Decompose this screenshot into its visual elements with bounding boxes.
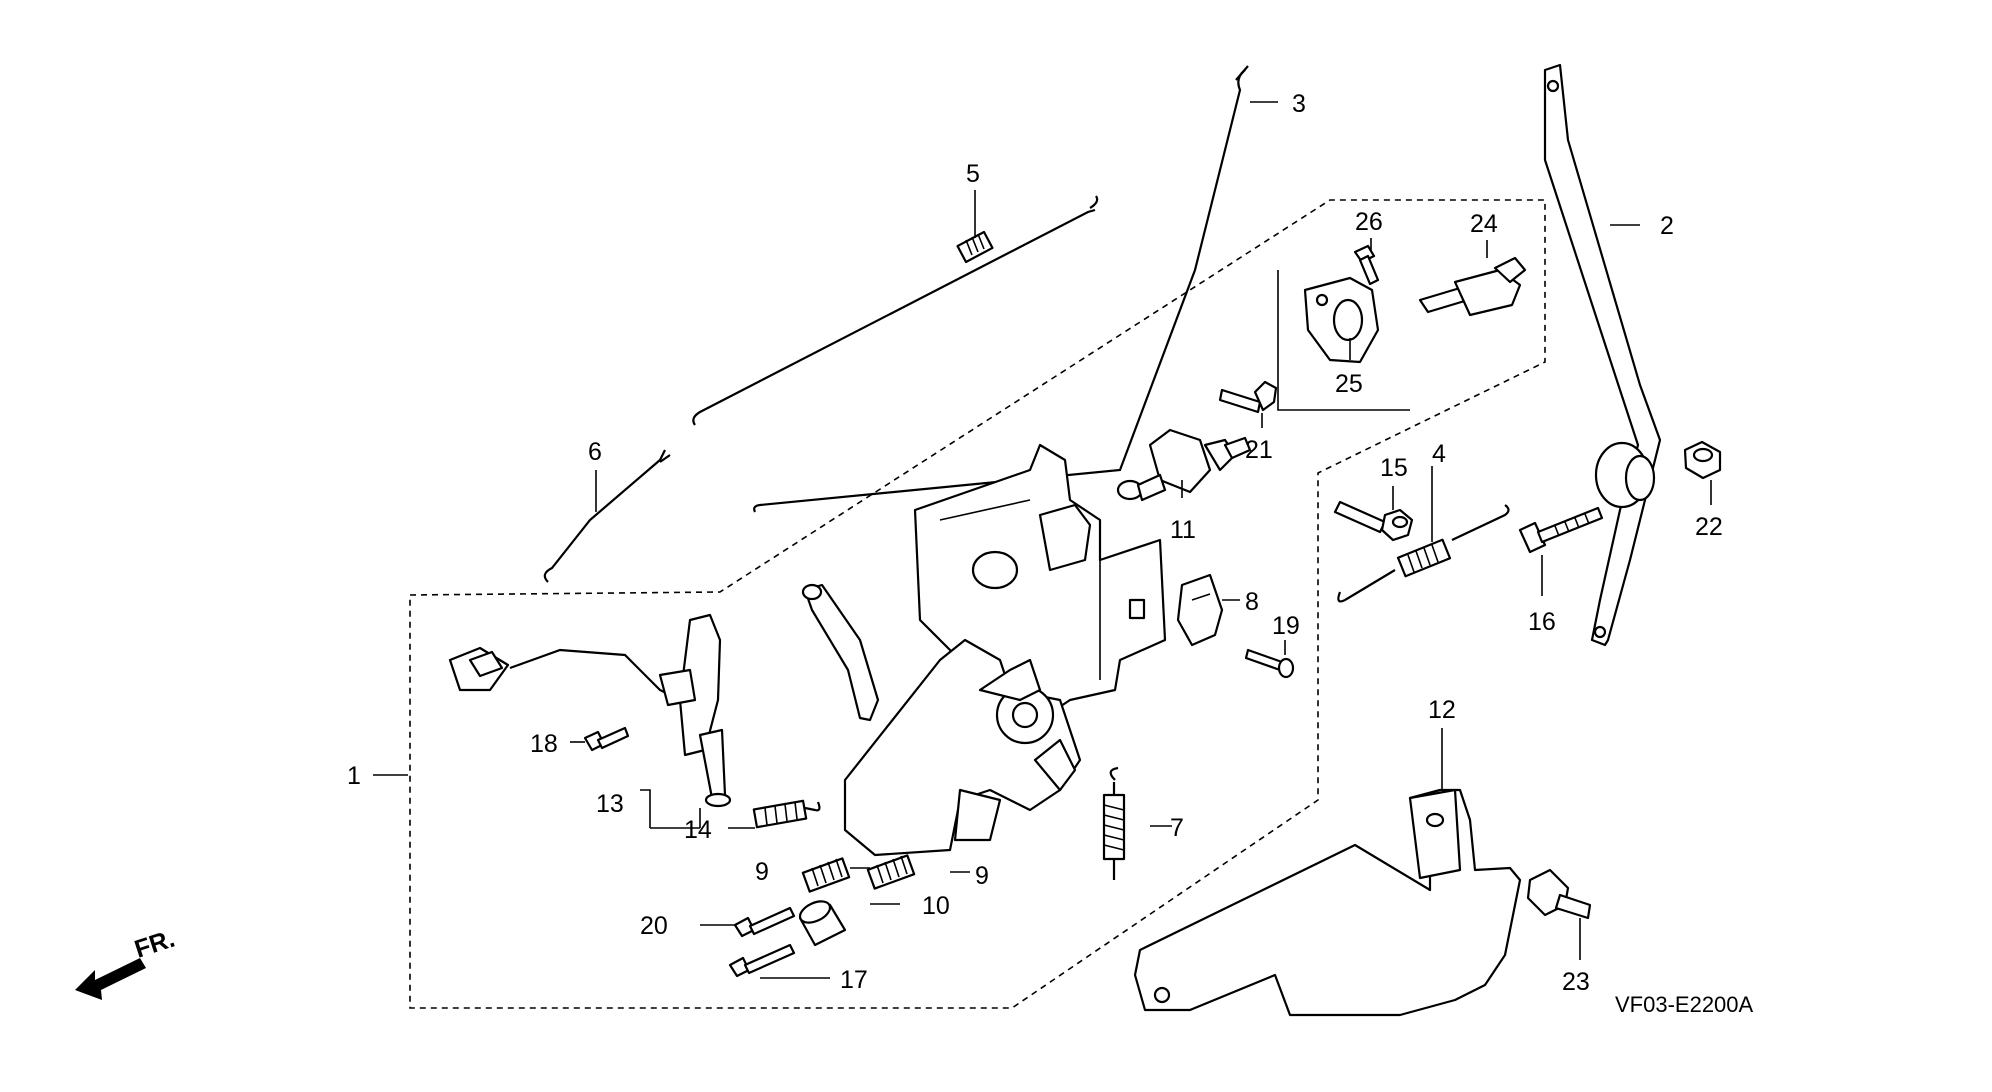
callout-10: 10 [922, 892, 950, 920]
part-15-bolt [1333, 500, 1414, 542]
callout-13: 13 [596, 790, 624, 818]
callout-labels: 1 2 3 4 5 6 7 8 9 9 10 11 12 13 14 15 16… [347, 90, 1723, 996]
callout-21: 21 [1245, 436, 1273, 464]
diagram-code: VF03-E2200A [1615, 992, 1754, 1017]
callout-12: 12 [1428, 696, 1456, 724]
callout-5: 5 [966, 160, 980, 188]
part-5-rod-spring [692, 195, 1099, 426]
callout-8: 8 [1245, 588, 1259, 616]
callout-22: 22 [1695, 513, 1723, 541]
callout-18: 18 [530, 730, 558, 758]
part-11-switch [1116, 428, 1252, 502]
part-23-bolt [1526, 868, 1592, 920]
part-7-spring [1102, 766, 1126, 880]
callout-23: 23 [1562, 968, 1590, 996]
part-19-screw [1244, 648, 1295, 679]
part-1-control-plate [801, 443, 1167, 857]
assembly-boundary [409, 199, 1546, 1009]
callout-7: 7 [1170, 814, 1184, 842]
part-8-clip [1176, 573, 1224, 647]
part-21-bolt [1218, 380, 1278, 414]
part-3-rod [753, 65, 1249, 513]
part-26-screw [1353, 244, 1380, 286]
callout-9a: 9 [755, 858, 769, 886]
leader-lines [373, 101, 1712, 979]
callout-4: 4 [1432, 440, 1446, 468]
part-6-rod [543, 449, 671, 583]
part-13-wire [448, 613, 732, 808]
part-12-plate [1133, 788, 1522, 1017]
callout-15: 15 [1380, 454, 1408, 482]
part-16-bolt [1518, 506, 1604, 554]
callout-14: 14 [684, 816, 712, 844]
part-2-lever [1543, 63, 1662, 647]
part-20-screw [733, 906, 796, 938]
callout-26: 26 [1355, 208, 1383, 236]
part-25-bracket [1303, 276, 1380, 364]
callout-25: 25 [1335, 370, 1363, 398]
callout-24: 24 [1470, 210, 1498, 238]
part-17-screw [728, 943, 796, 978]
callout-20: 20 [640, 912, 668, 940]
part-14-spring [752, 799, 821, 829]
part-18-screw [583, 726, 630, 752]
callout-2: 2 [1660, 212, 1674, 240]
callout-16: 16 [1528, 608, 1556, 636]
part-4-spring [1337, 504, 1510, 603]
front-direction-label: FR. [131, 925, 178, 964]
callout-1: 1 [347, 762, 361, 790]
part-9-springs [801, 854, 916, 893]
callout-19: 19 [1272, 612, 1300, 640]
callout-9b: 9 [975, 862, 989, 890]
front-arrow-icon [75, 958, 146, 1000]
subgroup-box [1277, 270, 1410, 411]
callout-3: 3 [1292, 90, 1306, 118]
callout-11: 11 [1170, 516, 1196, 544]
part-22-nut [1683, 440, 1722, 480]
part-24-switch [1418, 256, 1527, 317]
part-10-collar [798, 900, 847, 947]
callout-6: 6 [588, 438, 602, 466]
callout-17: 17 [840, 966, 868, 994]
